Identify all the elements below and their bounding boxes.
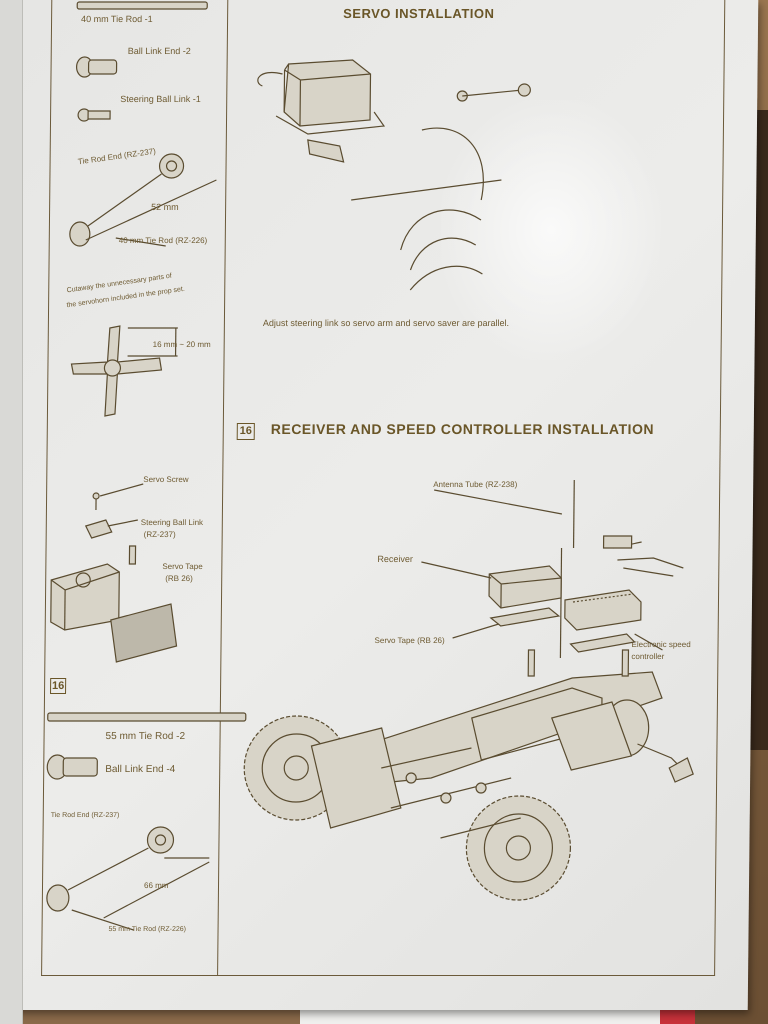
tie-rod-55-label: 55 mm Tie Rod -2 <box>105 731 186 742</box>
receiver-section-title: RECEIVER AND SPEED CONTROLLER INSTALLATI… <box>270 421 655 437</box>
ball-link-end-label: Ball Link End -2 <box>127 46 191 56</box>
tie-rod-55-rz-label: 55 mm Tie Rod (RZ-226) <box>108 926 187 933</box>
dim-66-label: 66 mm <box>143 881 169 890</box>
previous-page-edge <box>0 0 23 1024</box>
ball-link-end-4-label: Ball Link End -4 <box>105 764 176 775</box>
tie-rod-assembly-a <box>69 153 217 247</box>
dim-52-label: 52 mm <box>151 202 179 212</box>
tie-rod-40-rz-label: 40 mm Tie Rod (RZ-226) <box>118 236 208 245</box>
ball-link-end-illustration <box>75 56 118 78</box>
ball-link-end-4-illustration <box>46 754 98 780</box>
tie-rod-assembly-b <box>46 826 210 931</box>
left-step-number: 16 <box>50 678 67 694</box>
chassis-assembly-illustration <box>243 480 694 901</box>
servo-installation-title: SERVO INSTALLATION <box>343 6 495 21</box>
steering-ball-link-label: Steering Ball Link -1 <box>120 94 201 104</box>
servo-installation-illustration <box>257 59 531 291</box>
tie-rod-40-label: 40 mm Tie Rod -1 <box>81 14 153 24</box>
step-number-16: 16 <box>236 423 255 440</box>
servo-horn-illustration <box>70 325 178 417</box>
tie-rod-40-illustration <box>76 1 208 10</box>
dim-16-20-label: 16 mm ~ 20 mm <box>152 340 211 349</box>
manual-page: 40 mm Tie Rod -1 Ball Link End -2 Steeri… <box>2 0 759 1010</box>
servo-illustration <box>50 483 178 663</box>
steering-ball-link-illustration <box>77 108 111 122</box>
tie-rod-55-illustration <box>47 712 247 722</box>
servo-installation-caption: Adjust steering link so servo arm and se… <box>262 318 510 328</box>
